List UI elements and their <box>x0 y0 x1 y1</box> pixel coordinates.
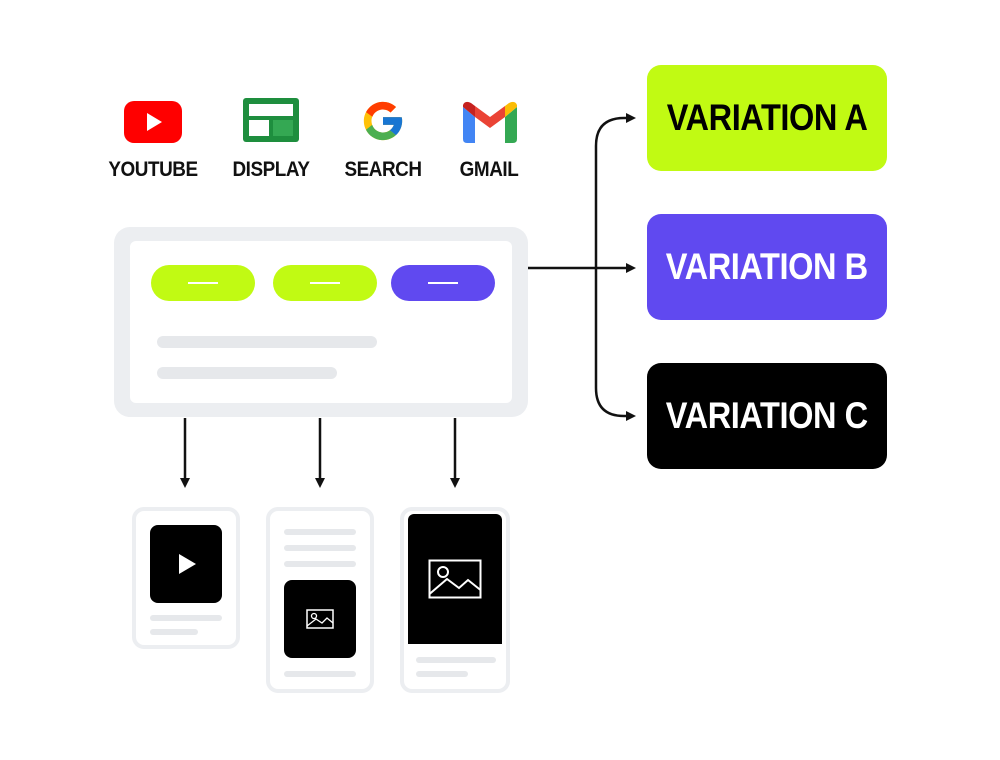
variation-a-label: VARIATION A <box>666 97 868 138</box>
variation-c-label: VARIATION C <box>666 395 868 436</box>
platform-label-display: DISPLAY <box>232 158 310 181</box>
image-icon <box>428 559 482 599</box>
phone-video-ad <box>132 507 240 649</box>
image-ad-thumbnail <box>408 514 502 644</box>
phone-2-line-4 <box>284 671 356 677</box>
display-thumbnail <box>284 580 356 658</box>
phone-3-line-1 <box>416 657 496 663</box>
text-line-1 <box>157 336 377 348</box>
play-icon <box>179 554 196 574</box>
ad-mockup-card <box>114 227 528 417</box>
pill-purple <box>391 265 495 301</box>
video-thumbnail <box>150 525 222 603</box>
platform-label-gmail: GMAIL <box>459 158 519 181</box>
pill-lime-2 <box>273 265 377 301</box>
phone-2-line-1 <box>284 529 356 535</box>
variation-b-label: VARIATION B <box>666 246 868 287</box>
pill-lime-1 <box>151 265 255 301</box>
phone-image-ad <box>400 507 510 693</box>
gmail-icon <box>463 101 517 148</box>
youtube-icon <box>124 101 182 148</box>
variation-b-box: VARIATION B <box>647 214 887 320</box>
phone-3-line-2 <box>416 671 468 677</box>
phone-1-line-2 <box>150 629 198 635</box>
phone-1-line-1 <box>150 615 222 621</box>
variation-a-box: VARIATION A <box>647 65 887 171</box>
platform-label-youtube: YOUTUBE <box>108 158 198 181</box>
phone-display-ad <box>266 507 374 693</box>
text-line-2 <box>157 367 337 379</box>
google-g-icon <box>360 98 406 149</box>
phone-2-line-2 <box>284 545 356 551</box>
variation-c-box: VARIATION C <box>647 363 887 469</box>
phone-2-line-3 <box>284 561 356 567</box>
image-icon <box>306 609 334 629</box>
platform-label-search: SEARCH <box>344 158 422 181</box>
display-icon <box>243 98 299 147</box>
